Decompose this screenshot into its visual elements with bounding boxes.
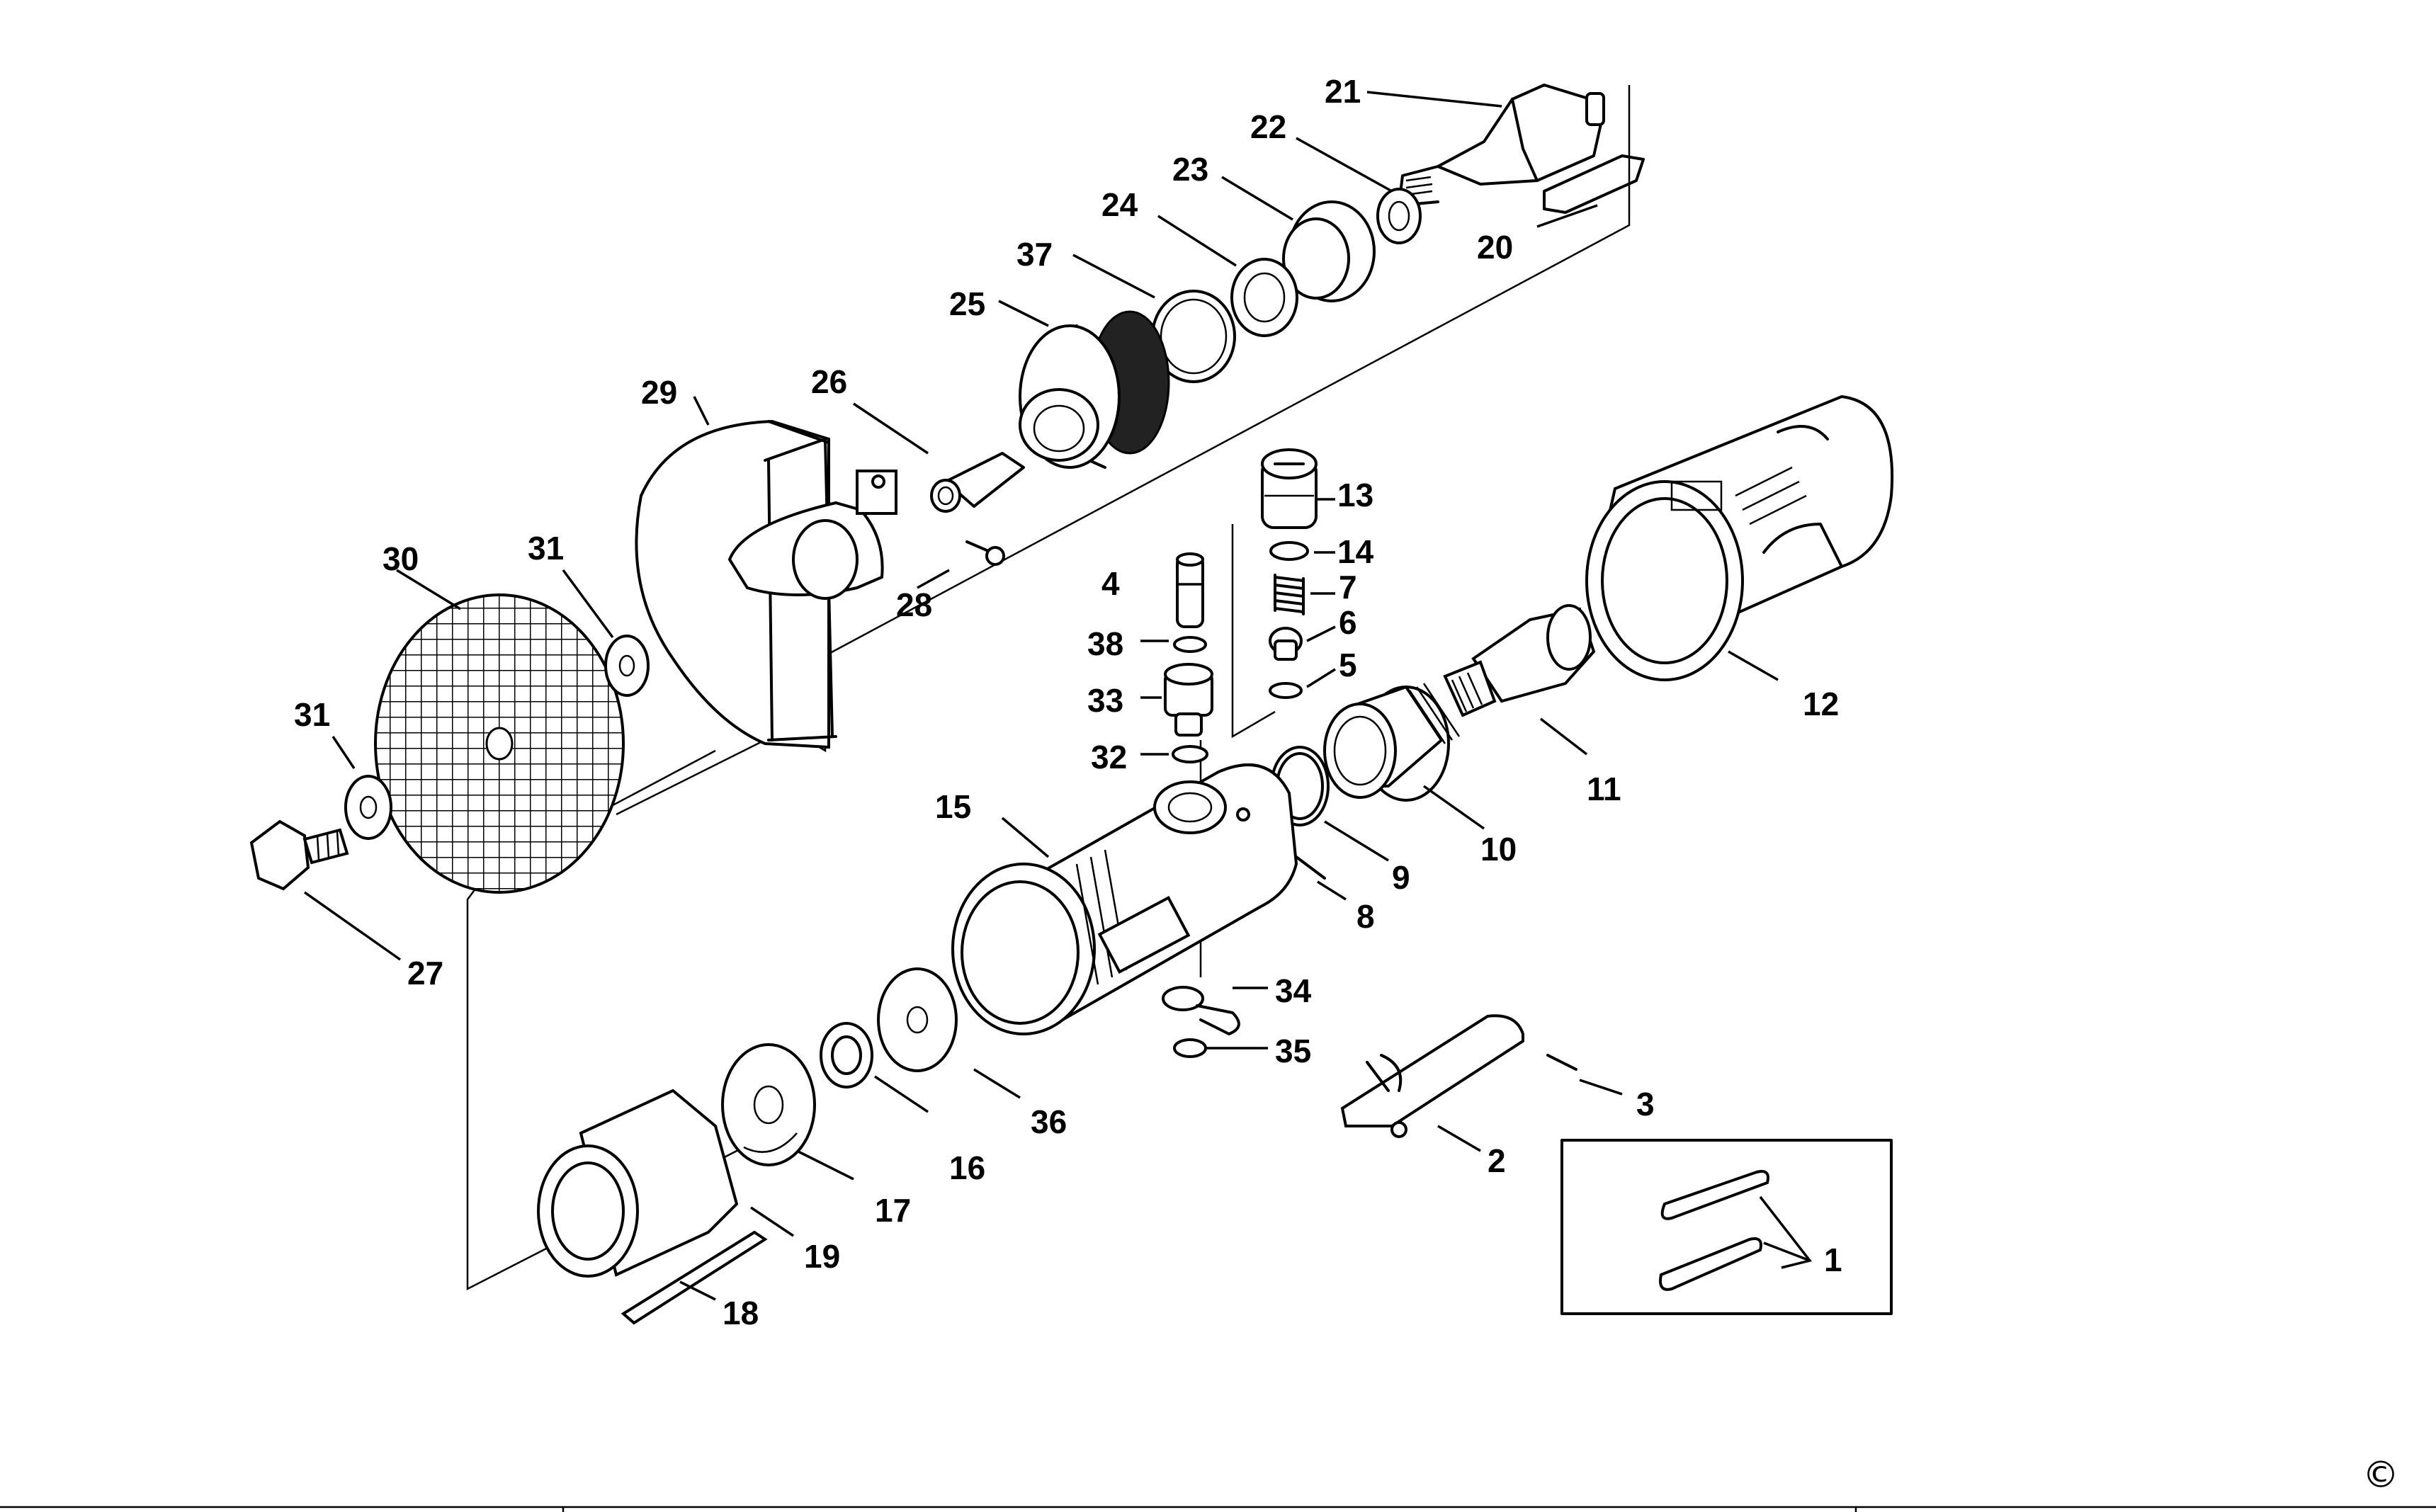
label-15: 15 <box>935 788 971 825</box>
part-22-nut <box>1376 188 1422 244</box>
part-16-bearing <box>820 1022 873 1088</box>
part-5-oring <box>1269 682 1303 699</box>
label-7: 7 <box>1339 569 1357 606</box>
label-22: 22 <box>1250 108 1286 145</box>
label-23: 23 <box>1172 151 1208 188</box>
part-24-bearing <box>1230 258 1298 337</box>
part-36-plate <box>877 967 958 1072</box>
part-1-wrench-kit <box>1560 1139 1893 1315</box>
part-27-bolt <box>249 819 349 891</box>
part-6-valve <box>1269 627 1303 661</box>
part-labels: 1 2 3 4 5 6 7 8 9 10 11 12 13 14 15 16 1… <box>294 73 1842 1331</box>
label-10: 10 <box>1480 831 1517 868</box>
copyright-symbol: © <box>2362 1454 2399 1496</box>
label-37: 37 <box>1016 236 1053 273</box>
part-15-main-housing <box>951 763 1298 1035</box>
label-2: 2 <box>1488 1142 1506 1179</box>
label-13: 13 <box>1337 477 1373 513</box>
part-13-plug <box>1261 448 1318 529</box>
label-24: 24 <box>1101 186 1138 223</box>
label-14: 14 <box>1337 533 1374 570</box>
label-9: 9 <box>1392 859 1410 896</box>
part-31-washer-bottom <box>344 775 392 840</box>
part-2-throttle-lever <box>1340 1014 1524 1138</box>
part-7-spring <box>1274 574 1305 615</box>
part-17-end-plate <box>721 1043 816 1166</box>
label-8: 8 <box>1356 898 1375 935</box>
part-35-oring <box>1173 1038 1207 1058</box>
part-12-rear-housing <box>1585 394 1894 681</box>
part-3-pin <box>1546 1054 1577 1071</box>
label-4: 4 <box>1101 565 1120 602</box>
label-11: 11 <box>1587 771 1621 807</box>
label-16: 16 <box>949 1149 985 1186</box>
part-29-wheel-guard <box>635 419 897 749</box>
label-1: 1 <box>1824 1241 1842 1278</box>
label-3: 3 <box>1636 1086 1655 1122</box>
part-19-rotor-cylinder <box>537 1088 739 1278</box>
label-32: 32 <box>1091 739 1127 775</box>
part-11-motor-shaft <box>1443 604 1596 717</box>
part-21-air-inlet <box>1398 84 1605 207</box>
label-34: 34 <box>1275 972 1312 1009</box>
leader-lines <box>303 91 1813 1301</box>
label-31-upper: 31 <box>528 530 564 567</box>
part-32-oring <box>1172 745 1208 763</box>
label-21: 21 <box>1325 73 1361 110</box>
label-35: 35 <box>1275 1033 1311 1069</box>
part-38-oring <box>1173 636 1207 653</box>
label-27: 27 <box>407 955 443 991</box>
part-10-cylinder <box>1323 683 1461 802</box>
part-33-valve-seat <box>1164 663 1213 737</box>
bottom-rule <box>0 1506 2436 1512</box>
label-17: 17 <box>875 1192 911 1229</box>
label-25: 25 <box>949 285 985 322</box>
label-36: 36 <box>1031 1103 1067 1140</box>
label-29: 29 <box>641 374 677 411</box>
label-33: 33 <box>1087 682 1123 719</box>
part-26-spindle <box>930 452 1025 513</box>
label-6: 6 <box>1339 604 1357 641</box>
part-34-lock-ring <box>1162 986 1240 1035</box>
part-30-grinding-disc <box>374 593 625 894</box>
part-8-pin <box>1295 856 1326 880</box>
label-30: 30 <box>383 540 419 577</box>
part-25-housing-front <box>1019 310 1170 469</box>
label-26: 26 <box>811 363 847 400</box>
part-4-pin <box>1176 552 1204 628</box>
label-38: 38 <box>1087 625 1123 662</box>
part-23-ring <box>1282 200 1376 302</box>
part-14-oring <box>1269 541 1309 561</box>
label-28: 28 <box>896 586 932 623</box>
label-20: 20 <box>1477 229 1513 266</box>
label-5: 5 <box>1339 647 1357 683</box>
label-18: 18 <box>723 1295 759 1331</box>
label-19: 19 <box>804 1238 840 1275</box>
part-18-rotor-blade <box>621 1230 768 1325</box>
part-31-washer-top <box>604 635 650 697</box>
part-20-rubber-grip <box>1543 154 1645 214</box>
part-28-screw <box>965 540 1005 566</box>
label-31-lower: 31 <box>294 696 330 733</box>
label-12: 12 <box>1803 686 1839 722</box>
